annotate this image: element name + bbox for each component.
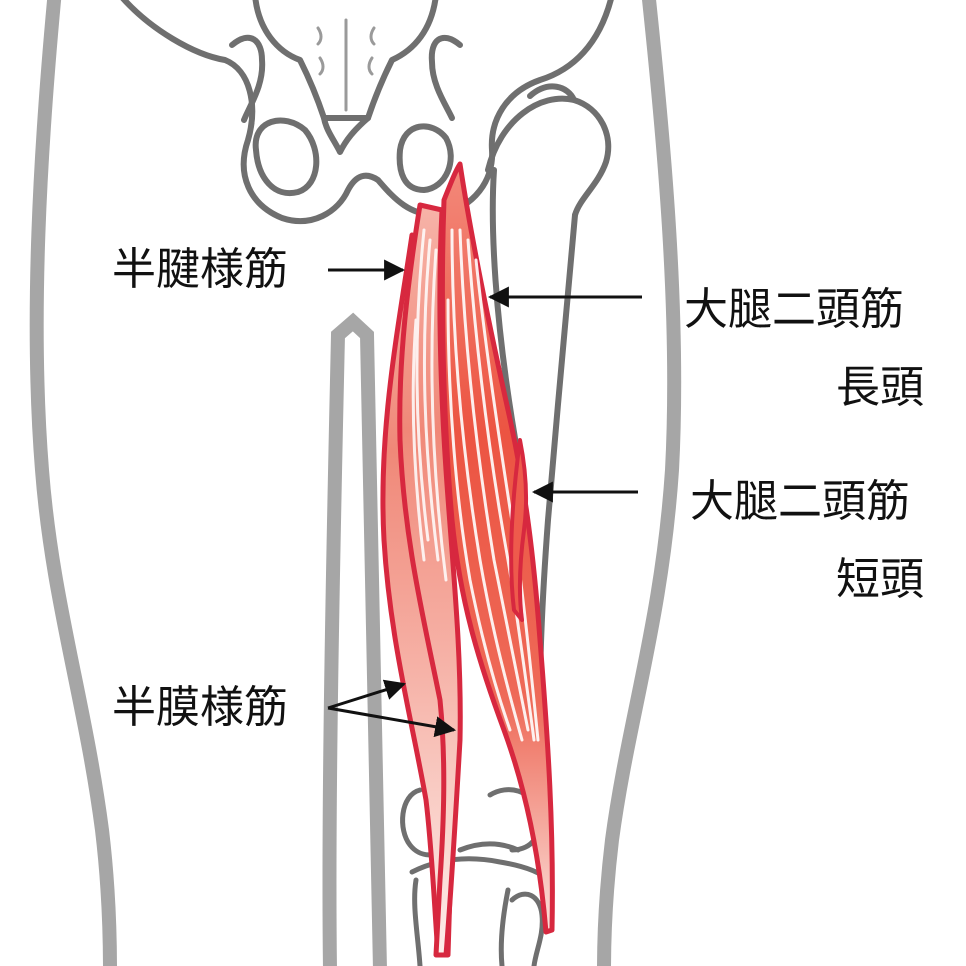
tibia-shaft-right	[501, 890, 508, 966]
label-semitendinosus: 半腱様筋	[112, 248, 288, 292]
label-semimembranosus: 半膜様筋	[112, 686, 288, 730]
left-obturator-ring	[256, 120, 317, 193]
label-biceps-femoris-short-head-line2: 短頭	[836, 558, 924, 602]
coccyx	[324, 118, 368, 152]
joint-line	[460, 844, 518, 850]
sacral-foramina	[318, 20, 374, 110]
label-biceps-femoris-long-head-line2: 長頭	[836, 366, 924, 410]
pelvis-main-contour	[120, 0, 612, 221]
right-thigh-outer-contour	[604, 0, 674, 966]
label-biceps-femoris-long-head-line1: 大腿二頭筋	[684, 288, 904, 332]
fibula-head	[512, 894, 542, 966]
femur-head-and-neck	[488, 99, 608, 215]
tibia-medial-edge	[415, 880, 420, 966]
arrow-semimembranosus-upper	[328, 684, 404, 708]
label-biceps-femoris-short-head-line1: 大腿二頭筋	[690, 480, 910, 524]
left-thigh-outer-contour	[37, 0, 110, 966]
right-obturator-ring	[400, 126, 451, 190]
pelvis-outline	[120, 0, 612, 221]
knee-bones	[403, 790, 548, 966]
right-iliac-wing	[432, 38, 460, 118]
thigh-outline	[37, 0, 675, 966]
inner-thigh-groove	[329, 322, 380, 966]
